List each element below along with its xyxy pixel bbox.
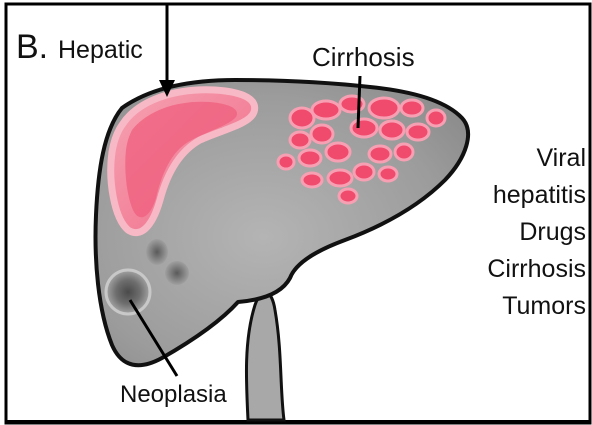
cause-viral: Viral bbox=[536, 144, 586, 172]
cause-cirrhosis: Cirrhosis bbox=[487, 255, 586, 283]
panel-letter: B. bbox=[16, 28, 48, 66]
tumor-spot-1 bbox=[146, 239, 168, 265]
causes-list: Viral hepatitis Drugs Cirrhosis Tumors bbox=[487, 144, 586, 320]
tumor-spot-2 bbox=[165, 261, 189, 285]
panel-title: Hepatic bbox=[58, 36, 143, 64]
neoplasia-label: Neoplasia bbox=[120, 381, 227, 408]
figure-bottom-rule bbox=[6, 420, 590, 423]
cause-drugs: Drugs bbox=[519, 218, 586, 246]
cause-hepatitis: hepatitis bbox=[493, 181, 586, 209]
cause-tumors: Tumors bbox=[502, 292, 586, 320]
tumor-mass-large bbox=[106, 270, 150, 314]
portal-vessel bbox=[246, 292, 284, 420]
cirrhosis-pointer-line bbox=[358, 76, 360, 128]
cirrhosis-label: Cirrhosis bbox=[312, 42, 415, 72]
